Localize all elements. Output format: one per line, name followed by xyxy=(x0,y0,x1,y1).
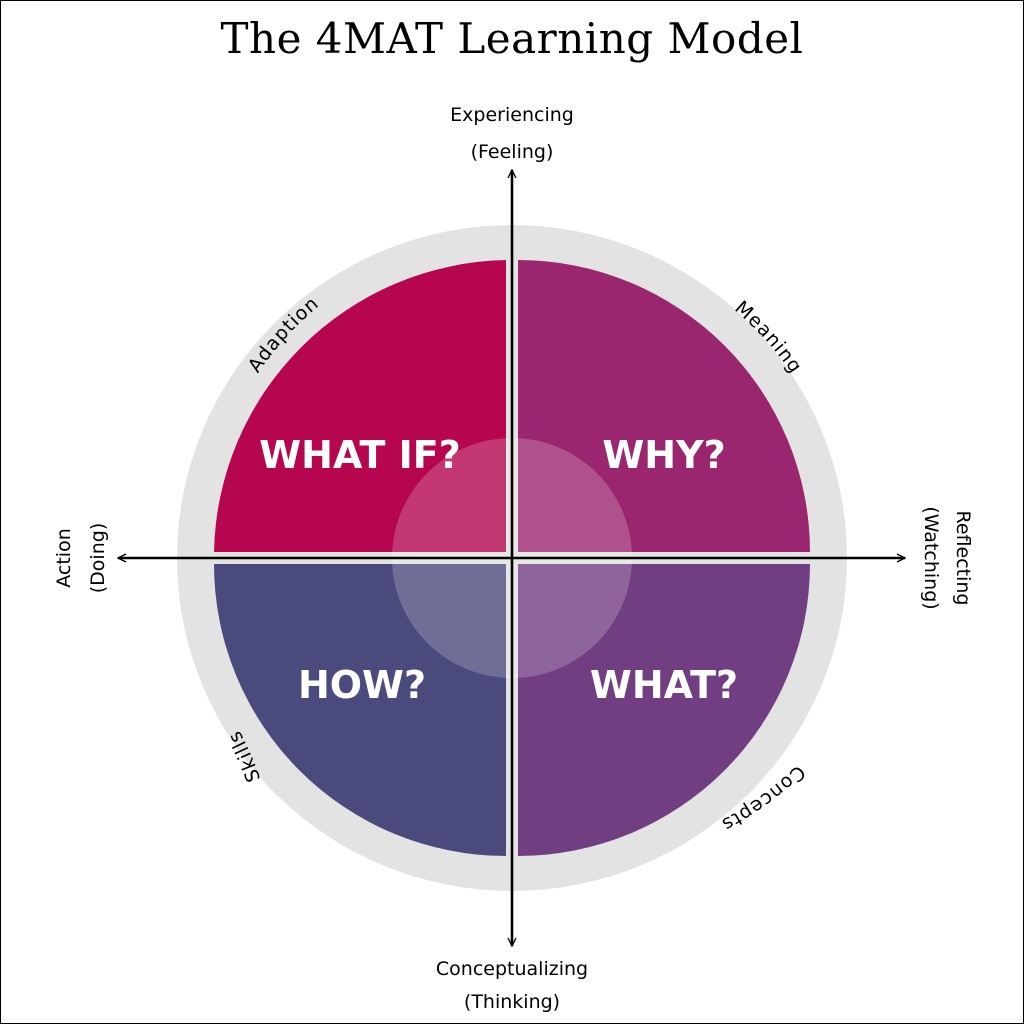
axis-label-left-line2: (Doing) xyxy=(87,523,109,593)
axis-label-right-line1: Reflecting xyxy=(952,511,974,606)
quadrant-label-why: WHY? xyxy=(602,433,725,477)
axis-label-left-line1: Action xyxy=(53,528,75,588)
diagram-title: The 4MAT Learning Model xyxy=(220,14,804,63)
quadrant-label-how: HOW? xyxy=(298,663,426,707)
quadrant-label-what-if: WHAT IF? xyxy=(259,433,460,477)
axis-label-top-line1: Experiencing xyxy=(450,104,574,126)
quadrant-top-right xyxy=(518,260,810,552)
quadrant-top-left xyxy=(214,260,506,552)
quadrant-label-what: WHAT? xyxy=(590,663,738,707)
axis-label-top-line2: (Feeling) xyxy=(471,141,554,163)
axis-label-bottom-line2: (Thinking) xyxy=(464,991,560,1013)
axis-label-bottom-line1: Conceptualizing xyxy=(436,958,588,980)
quadrant-bottom-left xyxy=(214,564,506,856)
quadrant-bottom-right xyxy=(518,564,810,856)
axis-label-right-line2: (Watching) xyxy=(920,506,942,609)
